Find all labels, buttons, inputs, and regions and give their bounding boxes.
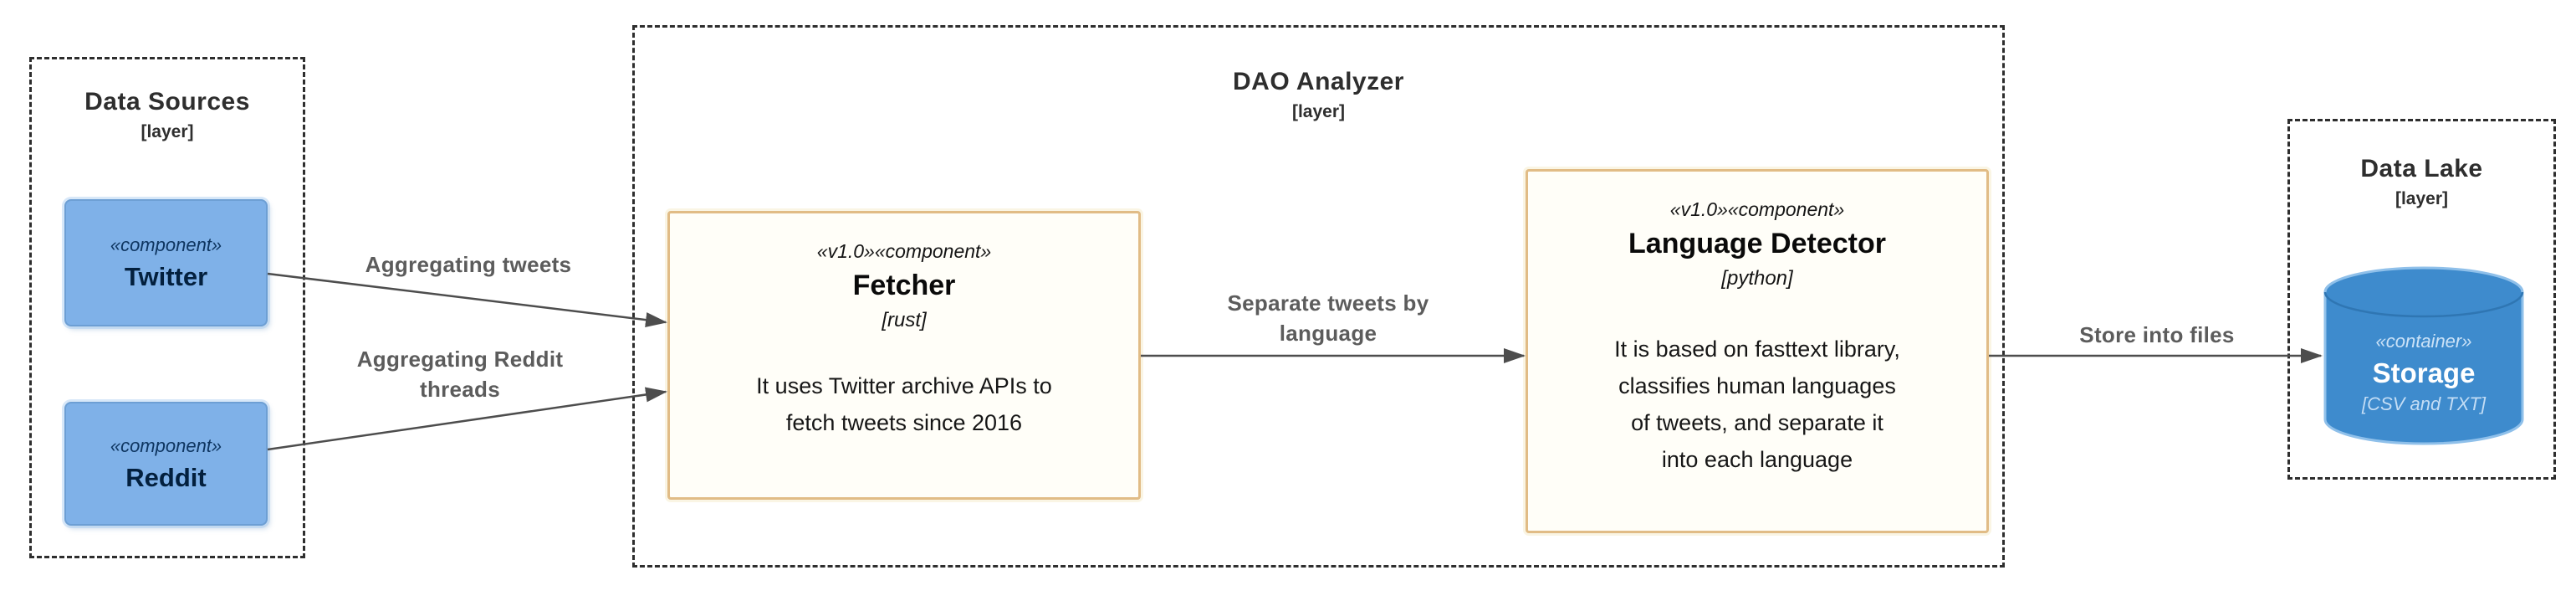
container-storage-text: «container» Storage [CSV and TXT] <box>2323 298 2525 447</box>
layer-data-sources: Data Sources [layer] <box>29 57 305 558</box>
component-reddit: «component» Reddit <box>64 402 268 526</box>
database-cylinder-icon <box>2323 266 2524 445</box>
edge-label-separate-tweets-by-language: Separate tweets by language <box>1227 290 1429 346</box>
component-fetcher-stereotype: «v1.0»«component» <box>816 240 992 262</box>
layer-data-lake-title: Data Lake <box>2360 155 2483 182</box>
component-fetcher-description: It uses Twitter archive APIs to fetch tw… <box>756 373 1052 435</box>
component-reddit-stereotype: «component» <box>110 434 222 456</box>
component-language-detector-name: Language Detector <box>1628 228 1886 259</box>
component-language-detector-stereotype: «v1.0»«component» <box>1669 198 1845 220</box>
component-fetcher-name: Fetcher <box>852 270 956 301</box>
layer-data-lake-subtitle: [layer] <box>2395 189 2449 208</box>
edge-label-store-into-files: Store into files <box>2079 322 2235 347</box>
arrow-reddit-to-fetcher <box>267 387 667 451</box>
layer-dao-analyzer-title: DAO Analyzer <box>1233 68 1404 95</box>
edge-label-aggregating-reddit-threads: Aggregating Reddit threads <box>356 347 564 402</box>
component-fetcher-tech: [rust] <box>882 309 927 331</box>
layer-dao-analyzer: DAO Analyzer [layer] <box>632 25 2005 568</box>
component-twitter: «component» Twitter <box>64 199 268 326</box>
layer-data-sources-title: Data Sources <box>84 88 250 116</box>
component-fetcher: «v1.0»«component» Fetcher [rust] It uses… <box>667 211 1141 500</box>
component-reddit-name: Reddit <box>125 462 207 492</box>
edge-label-aggregating-tweets: Aggregating tweets <box>365 252 572 277</box>
component-language-detector-description: It is based on fasttext library, classif… <box>1614 336 1900 472</box>
layer-dao-analyzer-subtitle: [layer] <box>1291 102 1346 121</box>
arrow-twitter-to-fetcher <box>267 272 667 328</box>
container-storage-stereotype: «container» <box>2375 330 2472 352</box>
container-storage-name: Storage <box>2372 357 2476 388</box>
component-language-detector: «v1.0»«component» Language Detector [pyt… <box>1526 169 1989 533</box>
component-twitter-name: Twitter <box>124 261 208 291</box>
container-storage-tech: [CSV and TXT] <box>2362 393 2486 414</box>
layer-data-lake: Data Lake [layer] <box>2287 119 2556 480</box>
component-twitter-stereotype: «component» <box>110 234 222 255</box>
container-storage: «container» Storage [CSV and TXT] <box>2323 265 2525 447</box>
layer-data-sources-subtitle: [layer] <box>141 122 194 141</box>
component-language-detector-tech: [python] <box>1721 267 1793 290</box>
